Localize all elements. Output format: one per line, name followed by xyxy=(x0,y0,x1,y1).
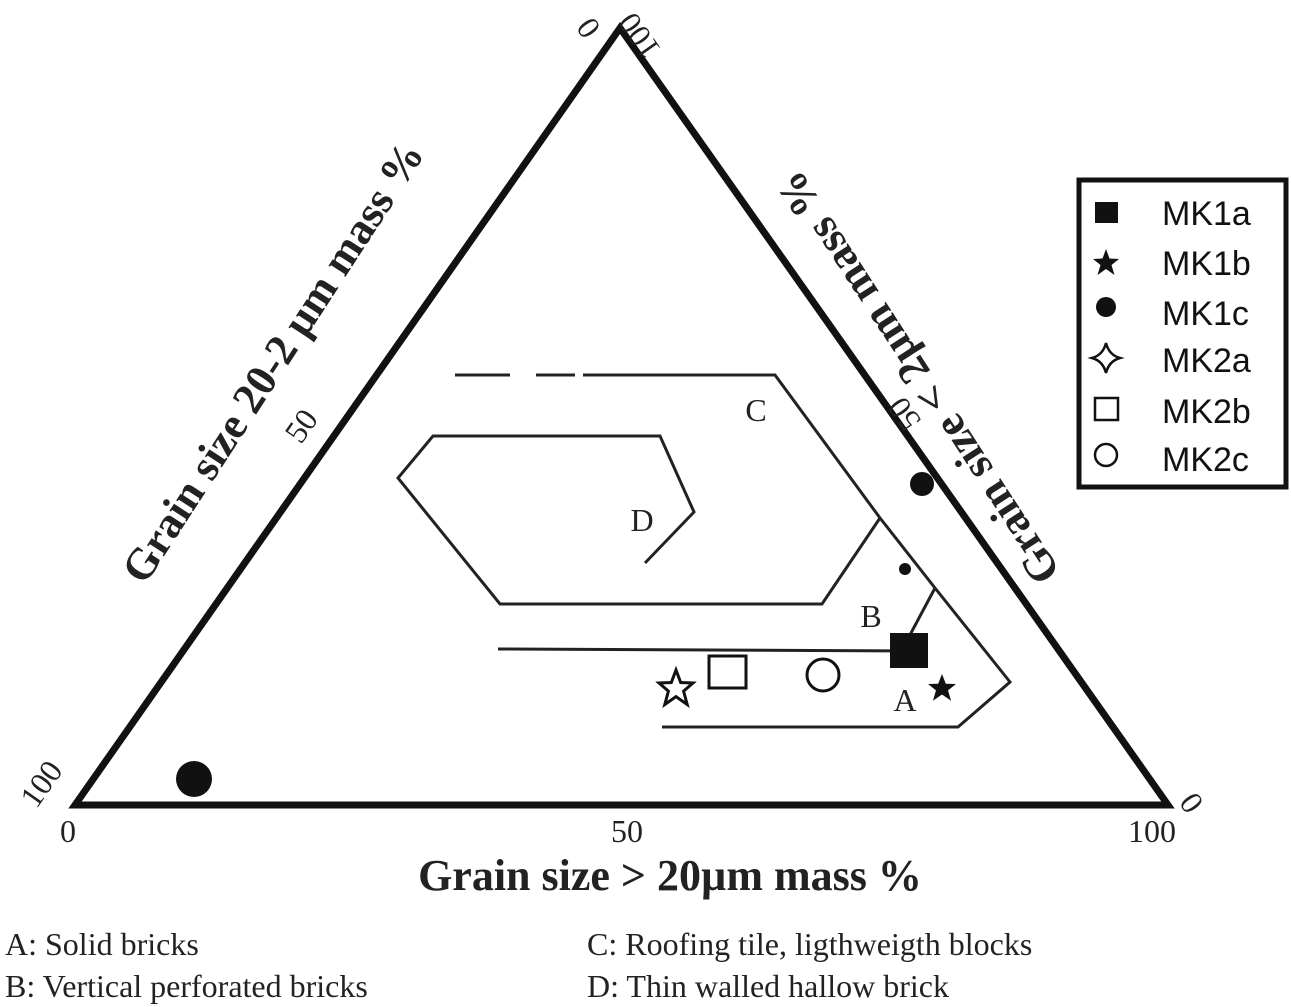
marker-mk1a xyxy=(890,633,928,668)
note-a: A: Solid bricks xyxy=(5,926,199,962)
legend-label-mk1a: MK1a xyxy=(1162,195,1251,233)
legend-label-mk2c: MK2c xyxy=(1162,441,1249,479)
bottom-axis-title: Grain size > 20µm mass % xyxy=(418,851,922,900)
region-ab-boundary xyxy=(497,647,904,653)
marker-mk2b xyxy=(707,654,748,690)
tick-labels: 0 50 100 100 50 0 100 50 0 xyxy=(12,6,1210,849)
legend-icon-mk1b xyxy=(1093,249,1119,275)
marker-mk1c-1 xyxy=(910,472,934,496)
legend-label-mk1c: MK1c xyxy=(1162,295,1249,333)
footnotes: A: Solid bricks B: Vertical perforated b… xyxy=(5,926,1032,1004)
bottom-tick-100: 100 xyxy=(1128,813,1176,849)
marker-mk1c-3 xyxy=(176,761,212,797)
legend-label-mk2a: MK2a xyxy=(1162,342,1251,380)
legend-icon-mk2b xyxy=(1093,396,1120,422)
region-label-d: D xyxy=(630,502,653,538)
legend-icon-mk1a xyxy=(1095,202,1118,223)
region-d-outline xyxy=(396,434,882,606)
region-label-a: A xyxy=(893,682,916,718)
legend-icon-mk1c xyxy=(1096,297,1116,317)
note-c: C: Roofing tile, ligthweigth blocks xyxy=(587,926,1032,962)
bottom-tick-50: 50 xyxy=(611,813,643,849)
bottom-tick-0: 0 xyxy=(60,813,76,849)
region-label-b: B xyxy=(860,598,881,634)
legend-label-mk2b: MK2b xyxy=(1162,393,1251,431)
legend-label-mk1b: MK1b xyxy=(1162,245,1251,283)
legend-box xyxy=(1076,177,1289,490)
note-b: B: Vertical perforated bricks xyxy=(5,968,368,1004)
region-label-c: C xyxy=(745,392,766,428)
left-tick-0: 0 xyxy=(569,11,608,45)
marker-mk2c xyxy=(805,657,841,693)
legend-icon-mk2c xyxy=(1093,442,1119,468)
data-markers xyxy=(176,472,956,797)
marker-mk1b xyxy=(928,674,956,701)
left-tick-100: 100 xyxy=(12,754,69,814)
marker-mk2a xyxy=(655,665,697,709)
region-labels: A B C D xyxy=(630,392,916,718)
right-axis-title: Grain size < 2µm mass % xyxy=(766,162,1070,593)
region-outlines xyxy=(396,373,1013,729)
legend-icon-mk2a xyxy=(1087,342,1125,374)
note-d: D: Thin walled hallow brick xyxy=(587,968,949,1004)
legend: MK1a MK1b MK1c MK2a MK2b MK2c xyxy=(1076,177,1289,490)
axis-titles: Grain size > 20µm mass % Grain size 20-2… xyxy=(112,133,1070,900)
right-tick-100: 100 xyxy=(610,6,667,66)
triangle-frame xyxy=(68,21,1175,809)
marker-mk1c-2 xyxy=(899,563,911,575)
right-tick-0: 0 xyxy=(1172,786,1211,820)
left-tick-50: 50 xyxy=(277,402,325,449)
